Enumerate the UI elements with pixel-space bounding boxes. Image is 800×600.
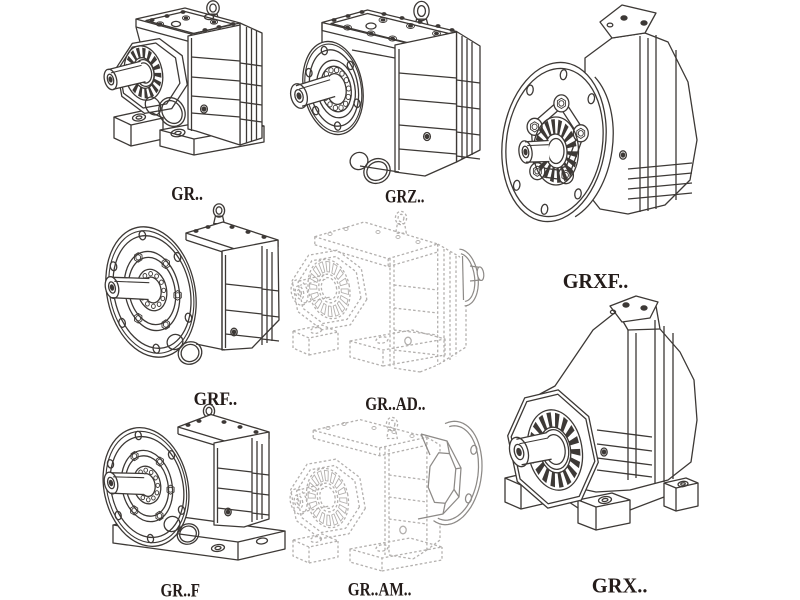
svg-text:GRF..: GRF..: [194, 389, 238, 410]
svg-text:GR..: GR..: [171, 183, 203, 205]
svg-text:GR..F: GR..F: [161, 581, 201, 600]
svg-text:GRXF..: GRXF..: [563, 269, 629, 293]
svg-text:GRX..: GRX..: [592, 574, 648, 598]
svg-text:GR..AM..: GR..AM..: [348, 581, 412, 600]
svg-text:GRZ..: GRZ..: [385, 187, 425, 208]
svg-text:GR..AD..: GR..AD..: [365, 394, 425, 415]
